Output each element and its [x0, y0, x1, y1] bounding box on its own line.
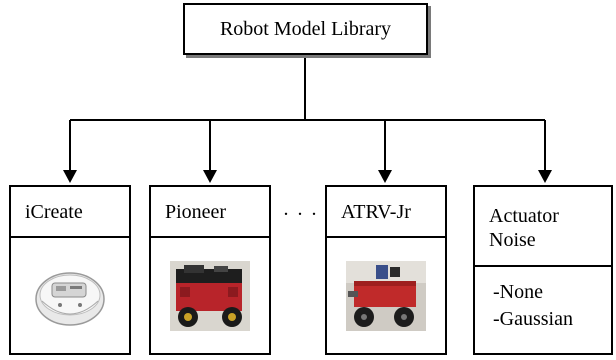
node-icreate-body	[11, 238, 129, 353]
more-models-ellipsis: . . .	[283, 198, 319, 220]
node-pioneer-body	[151, 238, 269, 353]
noise-option-none: -None	[493, 281, 543, 303]
node-actuator-noise: Actuator Noise -None -Gaussian	[473, 185, 613, 355]
node-pioneer-label: Pioneer	[151, 187, 269, 238]
node-pioneer: Pioneer	[149, 185, 271, 355]
robot-model-library-box: Robot Model Library	[183, 3, 428, 55]
node-atrv-label: ATRV-Jr	[327, 187, 445, 238]
node-noise-label-line2: Noise	[489, 229, 536, 251]
arrowhead-noise	[538, 170, 552, 183]
atrv-jr-robot-photo	[346, 260, 426, 331]
arrowhead-icreate	[63, 170, 77, 183]
node-atrv-body	[327, 238, 445, 353]
node-noise-label-line1: Actuator	[489, 205, 559, 227]
noise-option-gaussian: -Gaussian	[493, 308, 573, 330]
node-atrv-jr: ATRV-Jr	[325, 185, 447, 355]
node-icreate: iCreate	[9, 185, 131, 355]
pioneer-robot-photo	[170, 260, 250, 331]
root-label: Robot Model Library	[219, 17, 392, 40]
arrowhead-pioneer	[203, 170, 217, 183]
node-icreate-label: iCreate	[11, 187, 129, 238]
node-noise-header: Actuator Noise	[475, 187, 611, 267]
arrowhead-atrv	[378, 170, 392, 183]
noise-options-list: -None -Gaussian	[475, 267, 611, 353]
icreate-robot-photo	[30, 260, 110, 331]
